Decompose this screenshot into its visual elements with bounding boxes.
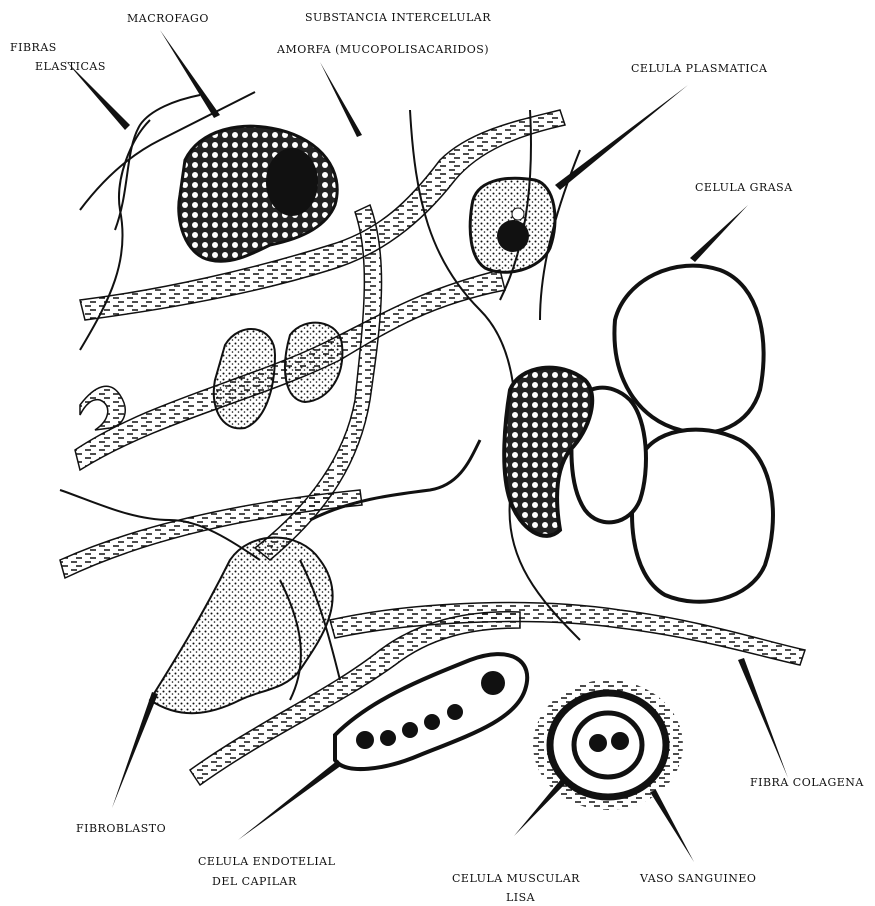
label-fibras-elasticas-1: FIBRAS — [10, 41, 57, 54]
label-macrofago: MACROFAGO — [127, 12, 209, 25]
label-vaso-sanguineo: VASO SANGUINEO — [640, 872, 756, 885]
plasma-cell — [470, 178, 555, 272]
label-endotelial-2: DEL CAPILAR — [212, 875, 297, 888]
label-endotelial-1: CELULA ENDOTELIAL — [198, 855, 335, 868]
macrophage-cell — [179, 126, 337, 261]
fibroblast-cell — [150, 440, 480, 713]
label-fibra-colagena: FIBRA COLAGENA — [750, 776, 864, 789]
label-muscular-2: LISA — [506, 891, 535, 904]
label-substancia-2: AMORFA (MUCOPOLISACARIDOS) — [277, 43, 489, 56]
label-fibras-elasticas-2: ELASTICAS — [35, 60, 106, 73]
label-muscular-1: CELULA MUSCULAR — [452, 872, 580, 885]
fat-cells — [504, 266, 773, 602]
label-fibroblasto: FIBROBLASTO — [76, 822, 166, 835]
label-substancia-1: SUBSTANCIA INTERCELULAR — [305, 11, 491, 24]
label-celula-plasmatica: CELULA PLASMATICA — [631, 62, 768, 75]
label-celula-grasa: CELULA GRASA — [695, 181, 793, 194]
